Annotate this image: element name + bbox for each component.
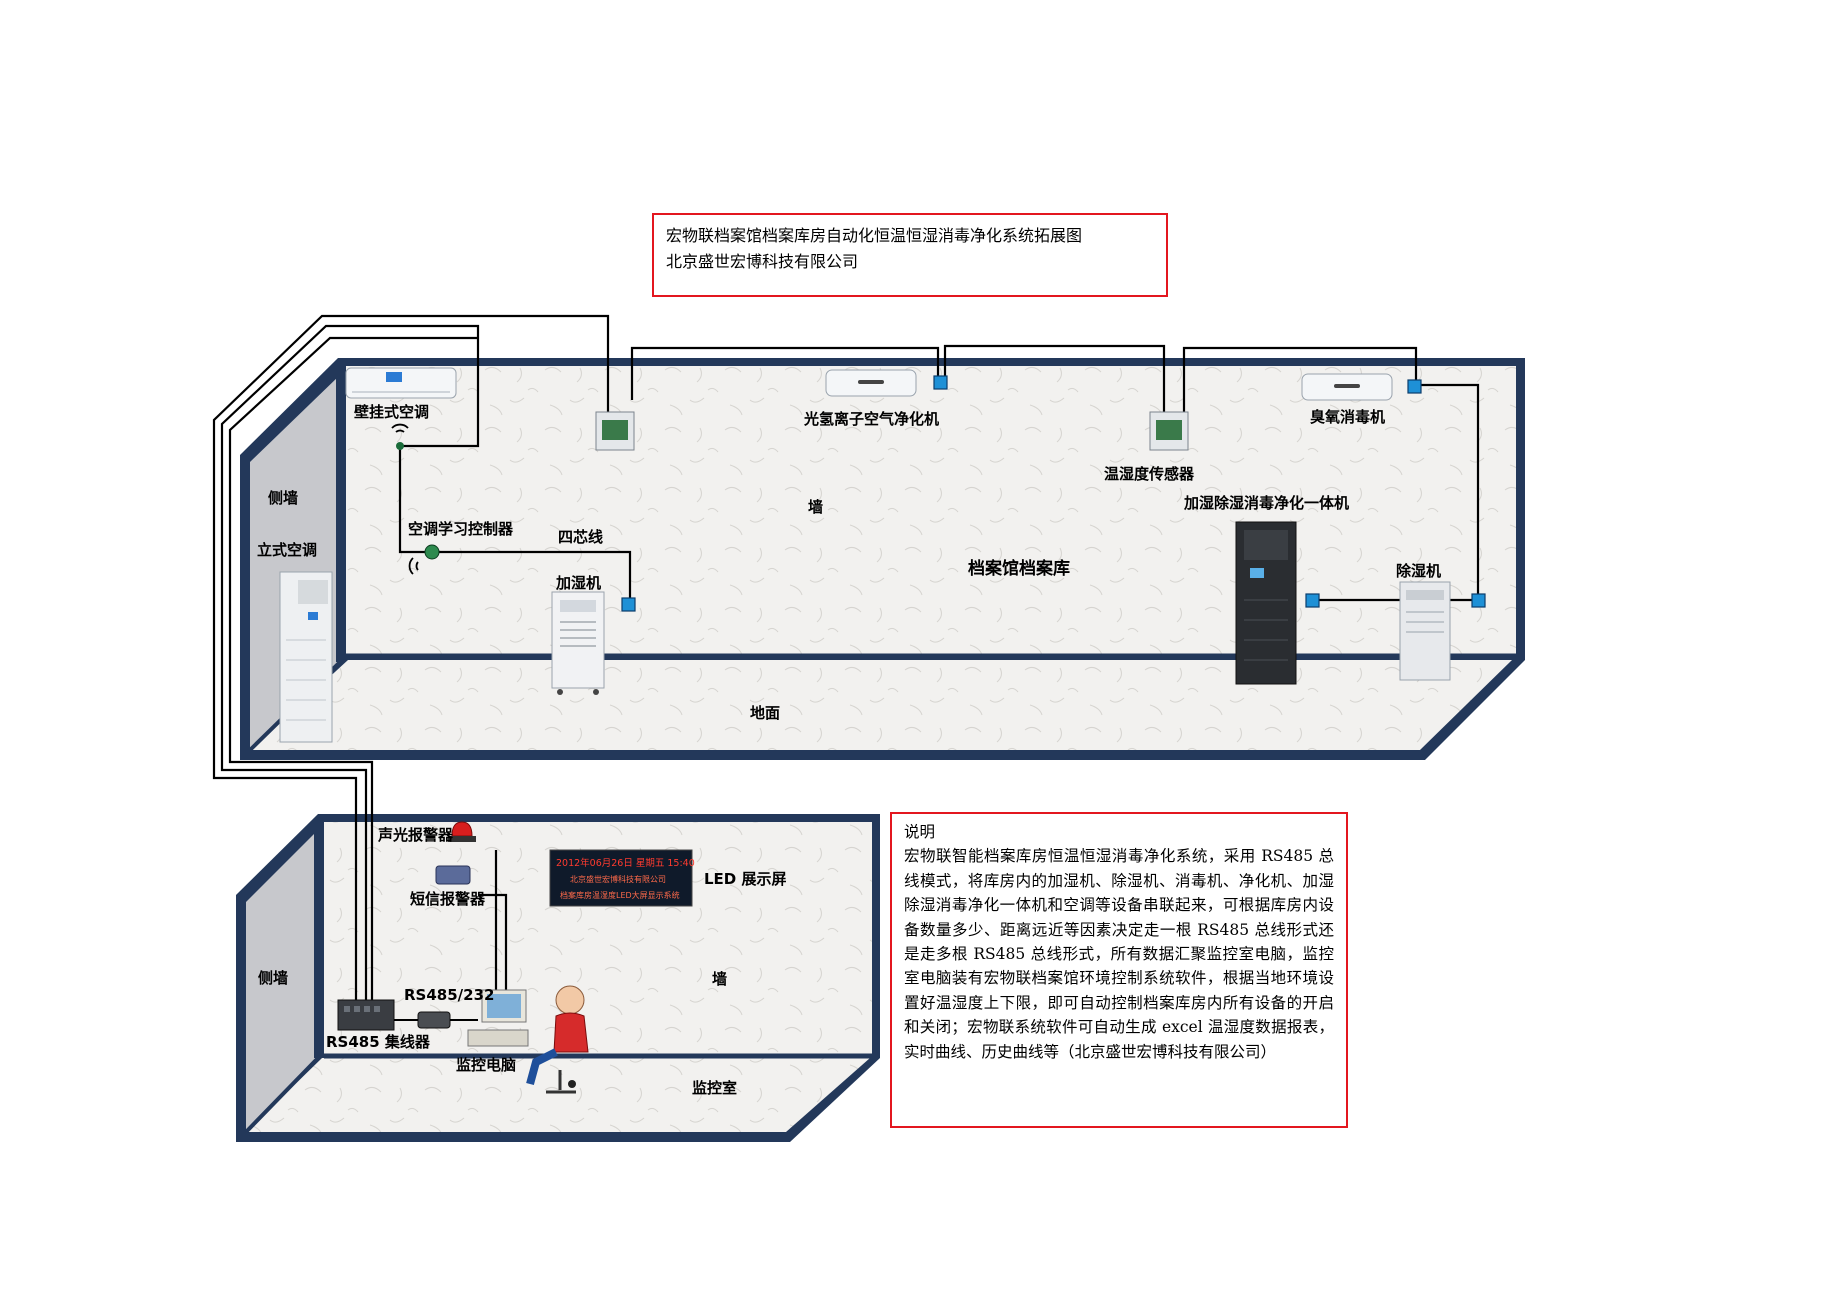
alarm-icon bbox=[448, 821, 476, 842]
bus-nodes bbox=[621, 375, 1486, 612]
side-wall-label-storage: 侧墙 bbox=[268, 489, 298, 507]
sms-alarm-label: 短信报警器 bbox=[410, 890, 486, 908]
sms-alarm-icon bbox=[435, 865, 471, 885]
ac-controller-icon bbox=[391, 423, 440, 575]
monitor-labels: 侧墙 声光报警器 短信报警器 LED 展示屏 RS485/232 RS485 集… bbox=[258, 826, 786, 1097]
storage-room-name: 档案馆档案库 bbox=[968, 558, 1070, 579]
computer-label: 监控电脑 bbox=[456, 1056, 516, 1074]
led-row-1: 2012年06月26日 星期五 15:40 bbox=[556, 857, 695, 869]
led-screen-icon bbox=[549, 849, 693, 907]
four-core-label: 四芯线 bbox=[558, 528, 603, 546]
humidifier-label: 加湿机 bbox=[555, 574, 601, 592]
led-row-3: 档案库房温湿度LED大屏显示系统 bbox=[560, 890, 680, 900]
led-row-2: 北京盛世宏博科技有限公司 bbox=[570, 874, 666, 884]
converter-label: RS485/232 bbox=[404, 986, 494, 1004]
floor-ac-label: 立式空调 bbox=[257, 541, 317, 559]
integrated-unit-label: 加湿除湿消毒净化一体机 bbox=[1183, 494, 1349, 512]
alarm-label: 声光报警器 bbox=[377, 826, 454, 844]
hydrogen-purifier-icon bbox=[825, 369, 917, 397]
bus-node-ozone bbox=[1407, 379, 1422, 394]
side-wall-label-monitor: 侧墙 bbox=[258, 969, 288, 987]
diagram-title: 宏物联档案馆档案库房自动化恒温恒湿消毒净化系统拓展图 bbox=[666, 226, 1083, 245]
th-sensor-icon-1 bbox=[595, 411, 635, 451]
wall-label-storage: 墙 bbox=[808, 498, 823, 516]
rs485-converter-icon bbox=[394, 1011, 478, 1029]
wall-ac-label: 壁挂式空调 bbox=[354, 403, 429, 421]
storage-room-floor bbox=[250, 660, 1512, 750]
wall-label-monitor: 墙 bbox=[712, 970, 727, 988]
title-box: 宏物联档案馆档案库房自动化恒温恒湿消毒净化系统拓展图 北京盛世宏博科技有限公司 bbox=[652, 213, 1168, 297]
bus-node-integrated bbox=[1305, 593, 1320, 608]
dehumidifier-icon bbox=[1399, 581, 1451, 681]
monitor-room bbox=[236, 814, 880, 1142]
dehumidifier-label: 除湿机 bbox=[1396, 562, 1441, 580]
company-name: 北京盛世宏博科技有限公司 bbox=[666, 252, 859, 271]
wall-ac-icon bbox=[345, 367, 457, 399]
th-sensor-label: 温湿度传感器 bbox=[1104, 465, 1195, 483]
monitor-computer-icon bbox=[467, 989, 529, 1047]
rs485-hub-icon bbox=[337, 999, 395, 1031]
integrated-unit-icon bbox=[1235, 521, 1297, 685]
rs485-bus-wires bbox=[212, 314, 1480, 1000]
humidifier-icon bbox=[551, 591, 605, 695]
monitor-room-left-wall bbox=[246, 830, 318, 1132]
floor-label: 地面 bbox=[750, 704, 780, 722]
hydrogen-purifier-label: 光氢离子空气净化机 bbox=[803, 410, 939, 428]
ozone-disinfector-icon bbox=[1301, 373, 1393, 401]
note-box: 说明 宏物联智能档案库房恒温恒湿消毒净化系统，采用 RS485 总线模式，将库房… bbox=[890, 812, 1348, 1128]
ac-controller-label: 空调学习控制器 bbox=[408, 520, 514, 538]
operator-person-icon bbox=[526, 985, 589, 1094]
monitor-room-floor bbox=[246, 1058, 870, 1132]
bus-node-humidifier bbox=[621, 597, 636, 612]
th-sensor-icon-2 bbox=[1149, 411, 1189, 451]
storage-room-back-wall bbox=[346, 366, 1516, 654]
ozone-label: 臭氧消毒机 bbox=[1310, 408, 1385, 426]
bus-node-purifier bbox=[933, 375, 948, 390]
led-screen-text: 2012年06月26日 星期五 15:40 北京盛世宏博科技有限公司 档案库房温… bbox=[556, 857, 695, 900]
monitor-room-name: 监控室 bbox=[692, 1079, 737, 1097]
storage-labels: 侧墙 立式空调 壁挂式空调 空调学习控制器 四芯线 加湿机 光氢离子空气净化机 … bbox=[257, 403, 1441, 722]
bus-node-dehumidifier bbox=[1471, 593, 1486, 608]
hub-label: RS485 集线器 bbox=[326, 1033, 431, 1051]
led-screen-label: LED 展示屏 bbox=[704, 870, 786, 888]
note-body: 宏物联智能档案库房恒温恒湿消毒净化系统，采用 RS485 总线模式，将库房内的加… bbox=[904, 847, 1334, 1061]
note-heading: 说明 bbox=[904, 823, 936, 841]
floor-ac-icon bbox=[279, 571, 333, 743]
